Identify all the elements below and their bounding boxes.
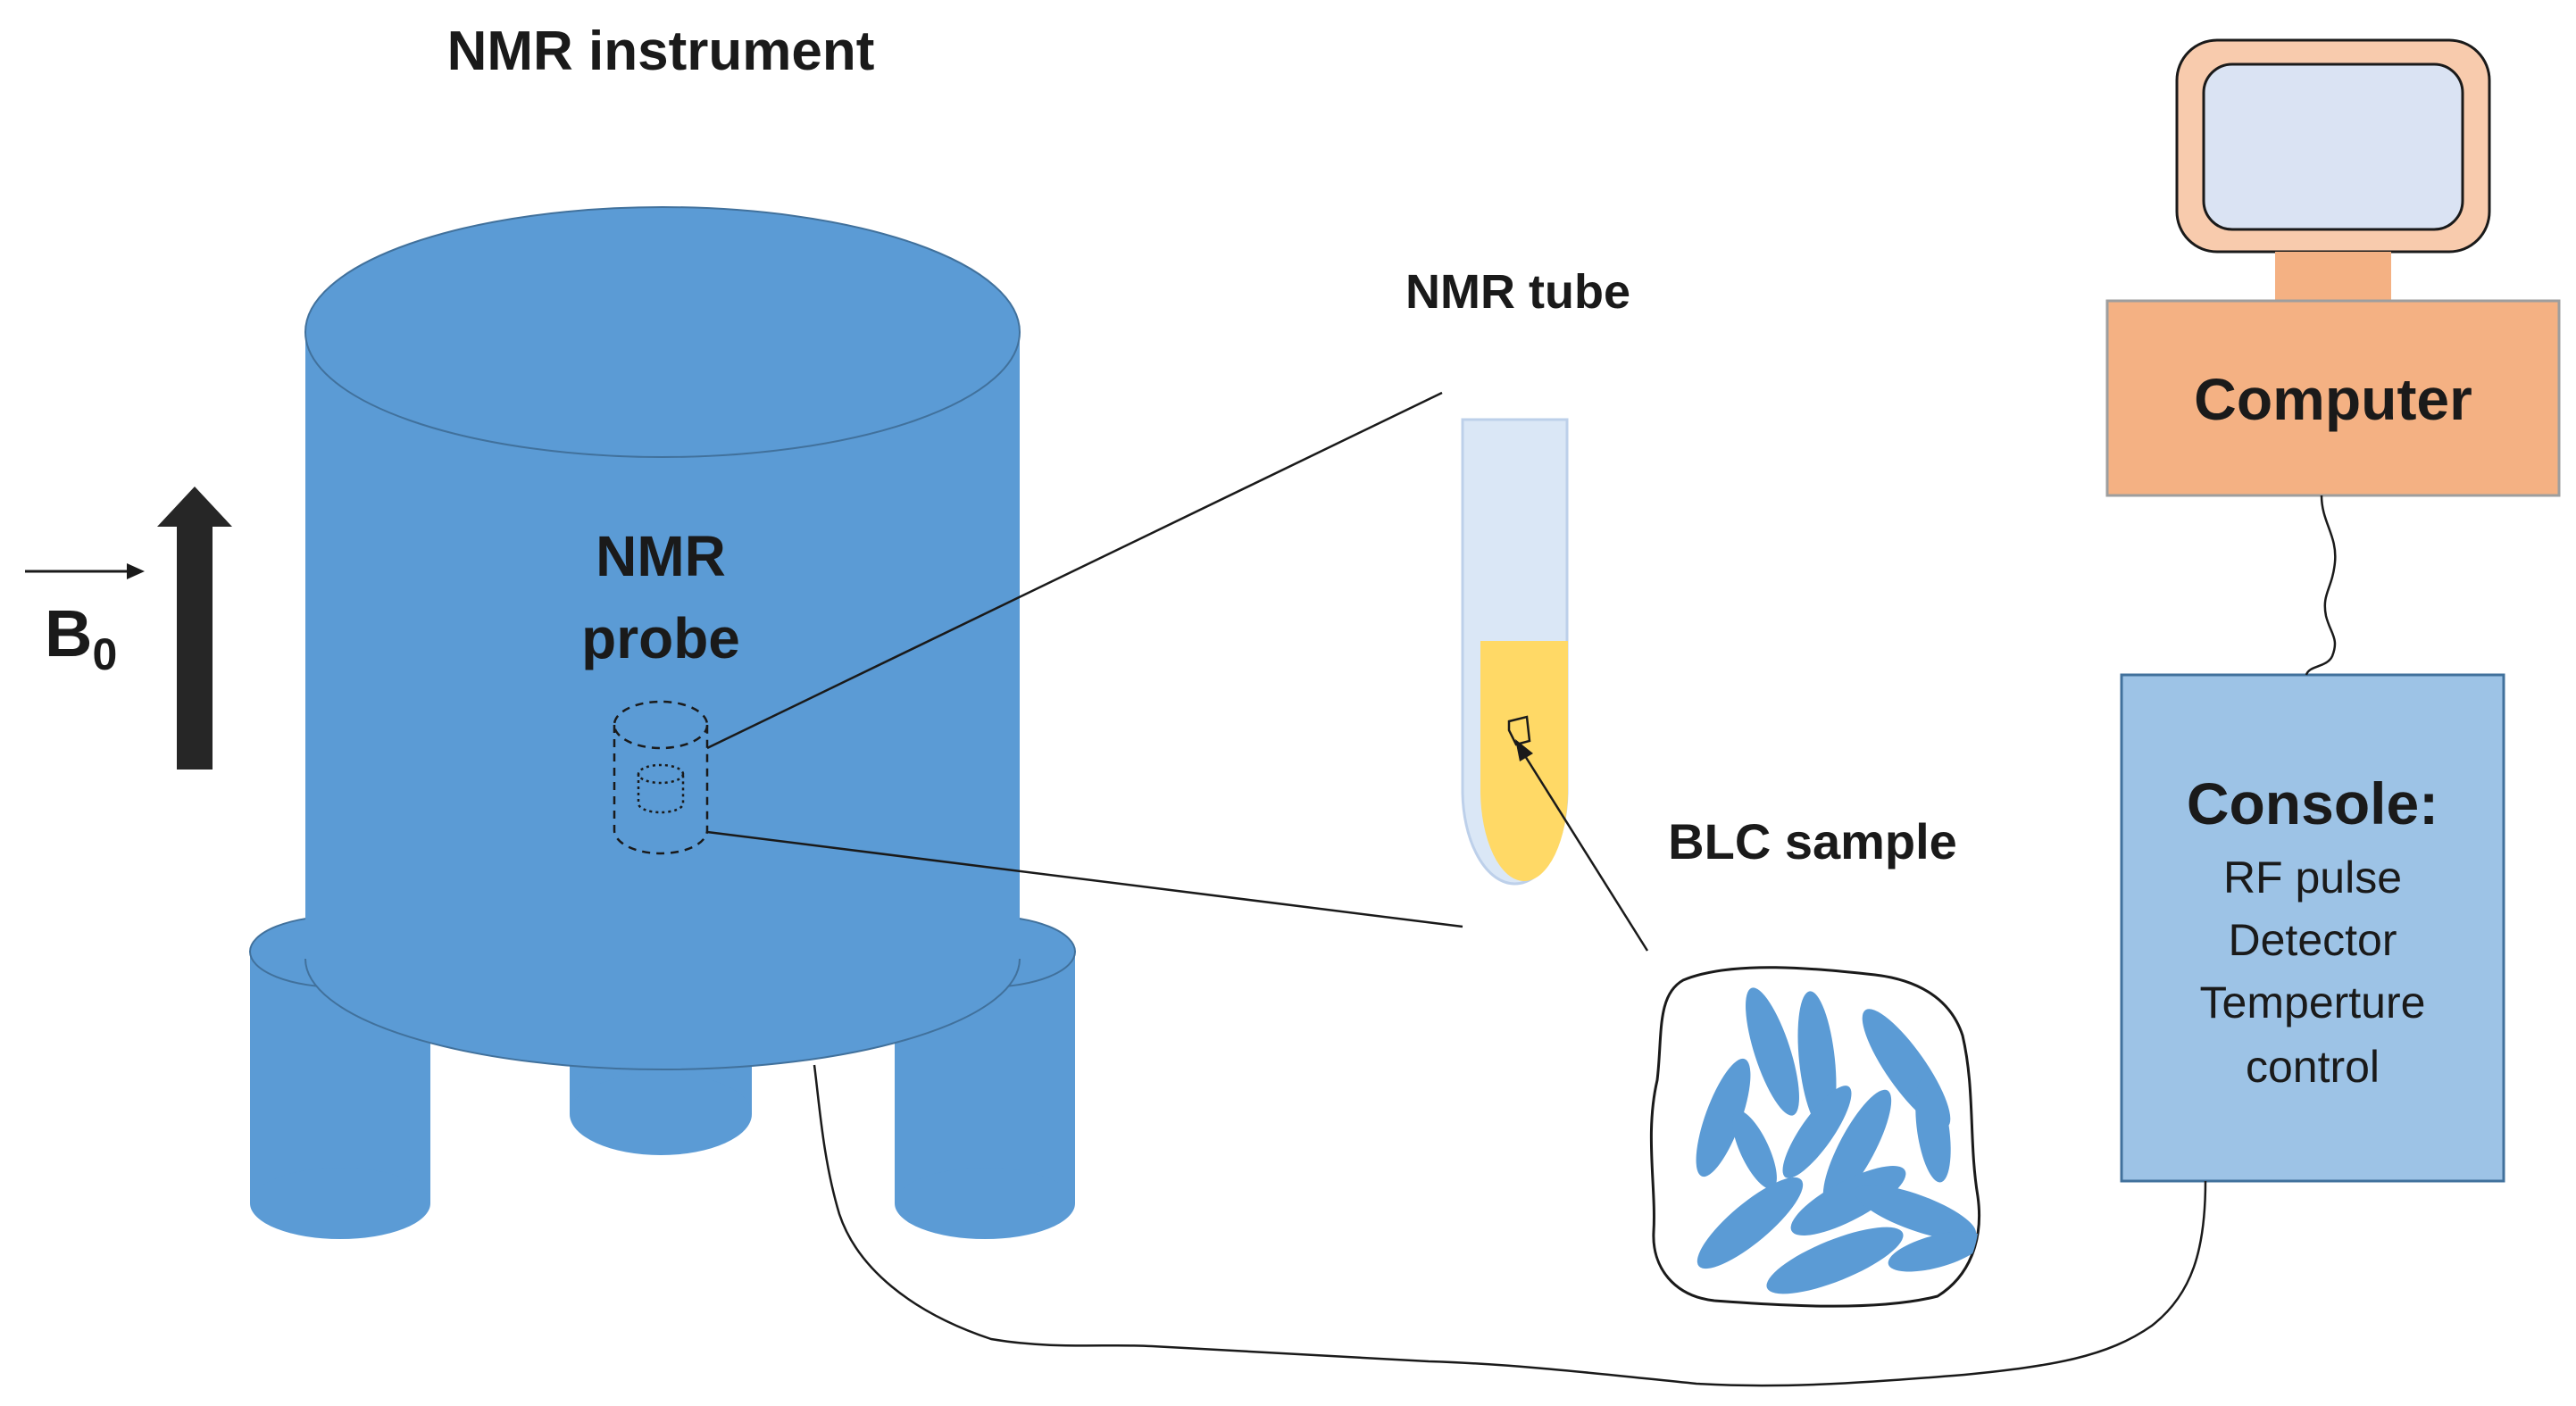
field-symbol: B0 [45, 596, 117, 679]
probe-cylinder [613, 700, 709, 855]
console-title: Console: [2187, 770, 2438, 836]
sample-label: BLC sample [1668, 813, 1957, 869]
probe-label-line2: probe [581, 606, 740, 670]
monitor-screen [2202, 62, 2464, 231]
console-item-temperature: Temperture [2200, 978, 2426, 1027]
field-indicator [25, 487, 232, 770]
sample-pointer-arrow [1515, 739, 1649, 952]
magnet-body [304, 206, 1021, 1070]
bacteria-cells [1696, 987, 1980, 1294]
vector-arrowhead-icon [127, 563, 145, 579]
console-item-rf-pulse: RF pulse [2223, 853, 2402, 903]
cable-computer-console [2305, 495, 2337, 676]
cable-magnet-console [813, 1064, 2207, 1387]
console-item-detector: Detector [2229, 915, 2397, 965]
blc-sample [1649, 966, 1981, 1308]
cables [813, 495, 2337, 1387]
zoom-lines [706, 391, 1463, 928]
nmr-tube [1461, 418, 1569, 886]
console-item-control: control [2246, 1042, 2380, 1092]
probe-label-line1: NMR [596, 524, 726, 588]
computer [2105, 38, 2561, 497]
nmr-magnet [249, 206, 1076, 1239]
up-arrow-icon [157, 487, 232, 770]
tube-label: NMR tube [1405, 265, 1630, 319]
console-box [2120, 673, 2505, 1183]
monitor-stand [2275, 252, 2391, 301]
tube-sample-fill [1480, 641, 1568, 881]
console [2120, 673, 2505, 1183]
arrowhead-icon [1515, 739, 1533, 761]
computer-box [2105, 299, 2561, 497]
computer-label: Computer [2194, 366, 2472, 432]
instrument-title: NMR instrument [447, 21, 875, 82]
